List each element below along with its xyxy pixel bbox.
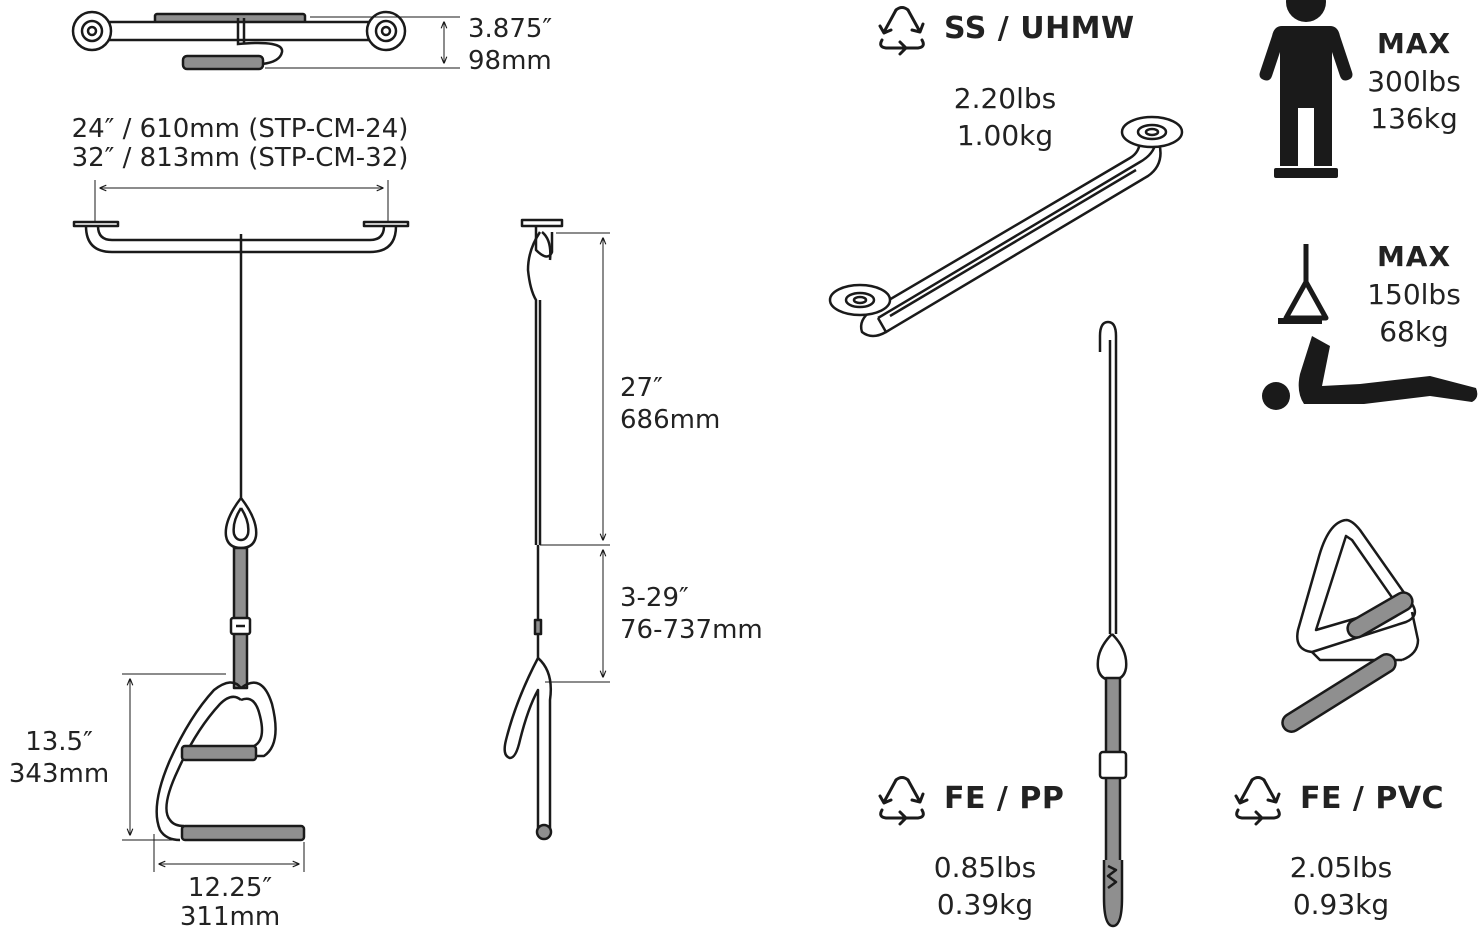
front-view-trapeze	[72, 220, 410, 842]
standing-max-heading: MAX	[1376, 27, 1452, 60]
weight-pp-lbs: 0.85lbs	[933, 851, 1037, 884]
depth-dimension	[265, 16, 460, 69]
handle-width-inches: 12.25″	[187, 873, 273, 903]
material-fe-pvc: FE / PVC	[1300, 781, 1445, 816]
adjust-inches: 3-29″	[620, 583, 689, 613]
recycle-icon	[1234, 776, 1281, 826]
handle-height-dimension	[122, 673, 226, 841]
recycle-icon	[878, 776, 925, 826]
standing-person-icon	[1259, 0, 1353, 178]
handle-width-dimension	[153, 834, 305, 872]
depth-mm: 98mm	[468, 46, 552, 76]
material-fe-pp: FE / PP	[944, 781, 1065, 816]
handle-height-mm: 343mm	[8, 759, 110, 789]
side-view-trapeze	[503, 218, 564, 841]
drop-mm: 686mm	[620, 405, 721, 435]
width-line-1: 24″ / 610mm (STP-CM-24)	[71, 114, 409, 144]
drop-inches: 27″	[620, 373, 663, 403]
weight-ss-lbs: 2.20lbs	[953, 82, 1057, 115]
reclining-person-icon	[1262, 244, 1478, 410]
standing-max-lbs: 300lbs	[1367, 65, 1461, 98]
strap-assembly	[1096, 320, 1128, 928]
weight-pp-kg: 0.39kg	[936, 888, 1034, 921]
side-dimensions	[540, 232, 610, 683]
top-view-bar	[71, 10, 407, 71]
depth-inches: 3.875″	[468, 14, 553, 44]
recycle-icon	[878, 6, 925, 56]
isometric-wall-bar	[828, 115, 1184, 338]
standing-max-kg: 136kg	[1370, 102, 1458, 135]
handle-width-mm: 311mm	[179, 902, 281, 932]
weight-pvc-kg: 0.93kg	[1292, 888, 1390, 921]
adjust-mm: 76-737mm	[620, 615, 763, 645]
triangle-handle	[1281, 518, 1420, 733]
width-line-2: 32″ / 813mm (STP-CM-32)	[71, 143, 409, 173]
weight-ss-kg: 1.00kg	[956, 119, 1054, 152]
hanging-max-lbs: 150lbs	[1367, 278, 1461, 311]
hanging-max-kg: 68kg	[1379, 315, 1449, 348]
handle-height-inches: 13.5″	[25, 727, 93, 757]
hanging-max-heading: MAX	[1376, 240, 1452, 273]
weight-pvc-lbs: 2.05lbs	[1289, 851, 1393, 884]
width-dimension	[94, 180, 389, 222]
material-ss-uhmw: SS / UHMW	[944, 11, 1135, 46]
